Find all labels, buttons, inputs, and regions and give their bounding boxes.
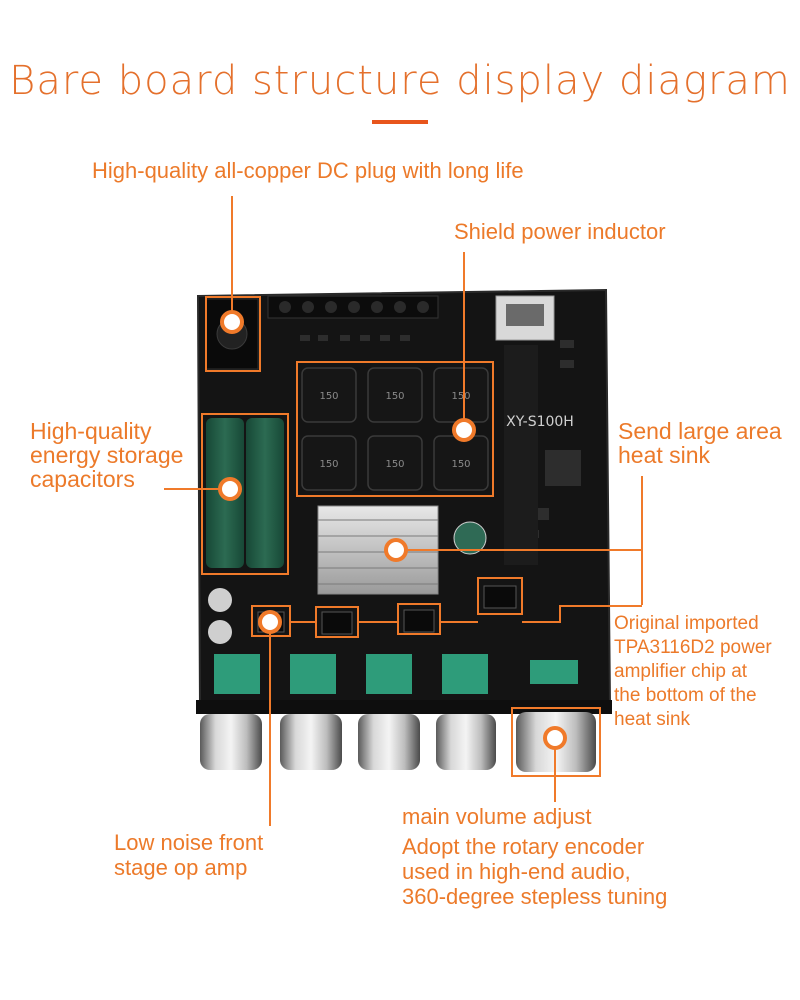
inductor-marking: 150 bbox=[451, 391, 470, 402]
callout-dot-volume bbox=[543, 726, 567, 750]
label-amp-chip: Original imported TPA3116D2 power amplif… bbox=[614, 613, 772, 730]
label-volume: main volume adjust bbox=[402, 804, 592, 829]
inductor-marking: 150 bbox=[385, 391, 404, 402]
callout-dot-inductor bbox=[452, 418, 476, 442]
usb-port bbox=[495, 295, 555, 341]
label-capacitors: High-quality energy storage capacitors bbox=[30, 418, 184, 492]
label-op-amp: Low noise front stage op amp bbox=[114, 830, 264, 880]
knobs bbox=[200, 712, 596, 772]
inductor-marking: 150 bbox=[451, 459, 470, 470]
label-heatsink: Send large area heat sink bbox=[618, 418, 782, 468]
label-inductor: Shield power inductor bbox=[454, 219, 666, 244]
inductor-marking: 150 bbox=[385, 459, 404, 470]
callout-dot-capacitors bbox=[218, 477, 242, 501]
inductor-marking: 150 bbox=[319, 459, 338, 470]
label-dc-plug: High-quality all-copper DC plug with lon… bbox=[92, 158, 524, 183]
knob-bases bbox=[214, 654, 578, 694]
callout-dot-op-amp bbox=[258, 610, 282, 634]
inductor-marking: 150 bbox=[319, 391, 338, 402]
callout-dot-heatsink bbox=[384, 538, 408, 562]
highlight-inductors bbox=[296, 361, 494, 497]
label-encoder: Adopt the rotary encoder used in high-en… bbox=[402, 834, 668, 909]
board-model-label: XY-S100H bbox=[506, 414, 574, 430]
page-title: Bare board structure display diagram bbox=[9, 58, 791, 104]
callout-dot-dc-plug bbox=[220, 310, 244, 334]
title-underline bbox=[372, 120, 428, 124]
highlight-capacitors bbox=[201, 413, 289, 575]
